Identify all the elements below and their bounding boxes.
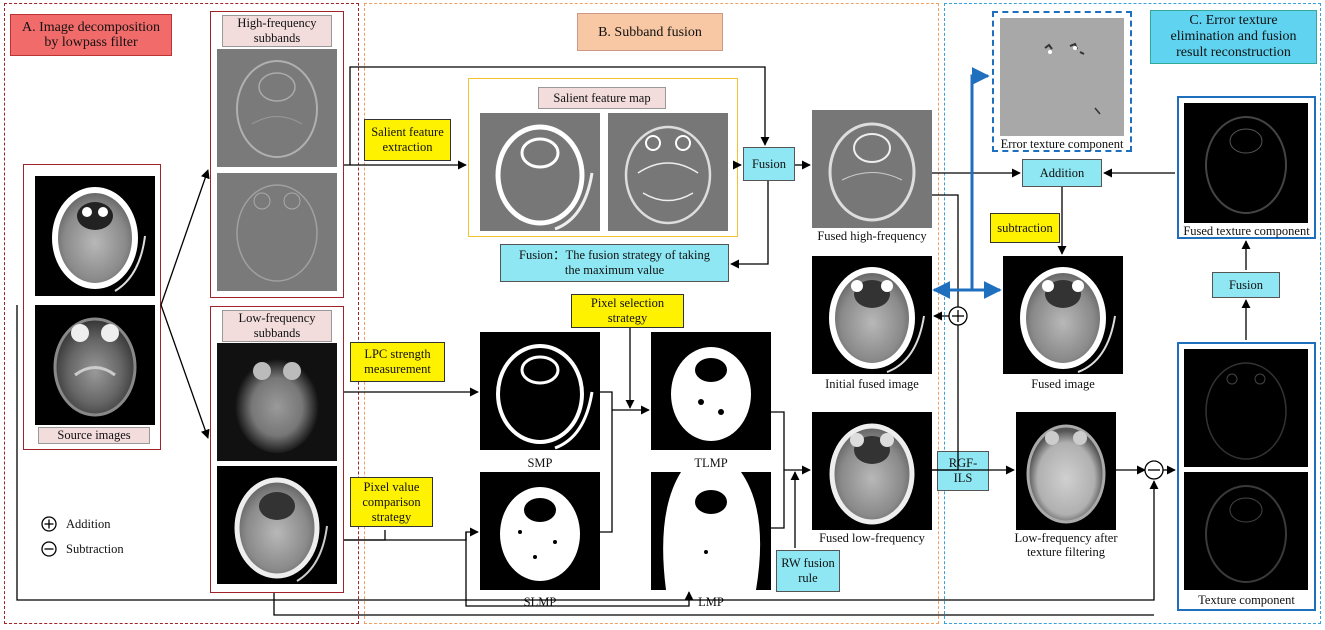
error-texture-image xyxy=(1000,18,1124,136)
slmp-image xyxy=(480,472,600,590)
initial-fused-image xyxy=(812,256,932,374)
texture-component-frame xyxy=(1177,342,1316,611)
section-a-title: A. Image decomposition by lowpass filter xyxy=(10,14,172,56)
fused-texture-caption: Fused texture component xyxy=(1183,224,1310,238)
lmp-image xyxy=(651,472,771,590)
high-freq-image-2 xyxy=(217,173,337,291)
fusion-high-box: Fusion xyxy=(743,147,795,181)
smp-caption: SMP xyxy=(527,456,553,470)
section-c-frame xyxy=(944,3,1321,624)
fused-high-image xyxy=(812,110,932,228)
low-after-filter-image xyxy=(1016,412,1116,530)
salient-feature-map-frame xyxy=(468,78,738,237)
salient-map-image-2 xyxy=(608,113,728,231)
low-freq-frame xyxy=(210,306,344,593)
low-after-filter-caption: Low-frequency after texture filtering xyxy=(1014,531,1118,559)
section-a-frame xyxy=(4,3,359,624)
tlmp-caption: TLMP xyxy=(694,456,728,470)
fused-high-caption: Fused high-frequency xyxy=(817,229,927,243)
pixel-selection-box: Pixel selection strategy xyxy=(571,294,684,328)
addition-legend-icon xyxy=(41,516,57,532)
addition-box: Addition xyxy=(1022,159,1102,187)
section-b-title: B. Subband fusion xyxy=(577,13,723,51)
lpc-strength-box: LPC strength measurement xyxy=(350,342,445,382)
texture-component-image-1 xyxy=(1184,349,1308,467)
high-freq-label: High-frequency subbands xyxy=(222,15,332,47)
source-images-frame xyxy=(23,164,161,450)
lmp-caption: LMP xyxy=(698,595,724,609)
source-mr-image xyxy=(35,305,155,425)
tlmp-image xyxy=(651,332,771,450)
high-freq-image-1 xyxy=(217,49,337,167)
texture-component-image-2 xyxy=(1184,472,1308,590)
low-freq-label: Low-frequency subbands xyxy=(222,310,332,342)
addition-legend-label: Addition xyxy=(66,517,111,531)
fused-texture-image xyxy=(1184,103,1308,223)
initial-fused-caption: Initial fused image xyxy=(825,377,919,391)
error-texture-frame xyxy=(992,11,1132,152)
fused-image xyxy=(1003,256,1123,374)
salient-feature-map-label: Salient feature map xyxy=(538,87,666,109)
source-images-label: Source images xyxy=(38,427,150,444)
rgf-ils-box: RGF- ILS xyxy=(937,451,989,491)
salient-map-image-1 xyxy=(480,113,600,231)
smp-image xyxy=(480,332,600,450)
subtraction-legend-label: Subtraction xyxy=(66,542,124,556)
subtraction-box: subtraction xyxy=(990,213,1060,243)
fused-low-caption: Fused low-frequency xyxy=(819,531,925,545)
high-freq-frame xyxy=(210,11,344,298)
texture-component-caption: Texture component xyxy=(1198,593,1295,607)
rw-fusion-rule-box: RW fusion rule xyxy=(776,550,840,592)
fused-image-caption: Fused image xyxy=(1031,377,1095,391)
salient-feature-extraction-box: Salient feature extraction xyxy=(364,119,451,161)
fused-low-image xyxy=(812,412,932,530)
low-freq-image-1 xyxy=(217,343,337,461)
pixel-value-comparison-box: Pixel value comparison strategy xyxy=(350,477,433,527)
section-c-title: C. Error texture elimination and fusion … xyxy=(1150,10,1317,64)
error-texture-caption: Error texture component xyxy=(1000,137,1124,151)
fused-texture-frame xyxy=(1177,96,1316,239)
low-freq-image-2 xyxy=(217,466,337,584)
fusion-strategy-note: Fusion：The fusion strategy of taking the… xyxy=(500,244,729,282)
fusion-texture-box: Fusion xyxy=(1212,272,1280,298)
source-ct-image xyxy=(35,176,155,296)
subtraction-legend-icon xyxy=(41,541,57,557)
